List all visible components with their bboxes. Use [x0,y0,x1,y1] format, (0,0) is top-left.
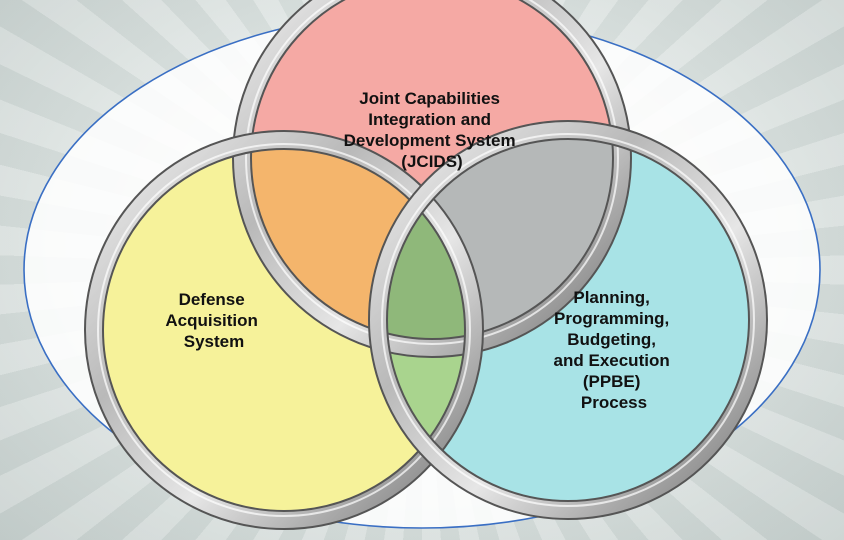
ppbe-label: Planning, Programming, Budgeting, and Ex… [554,288,675,412]
ring-jcids [232,0,632,358]
ring-das [84,130,484,530]
jcids-label: Joint Capabilities Integration and Devel… [344,89,521,171]
ring-ppbe [368,120,768,520]
das-label: Defense Acquisition System [165,290,262,351]
